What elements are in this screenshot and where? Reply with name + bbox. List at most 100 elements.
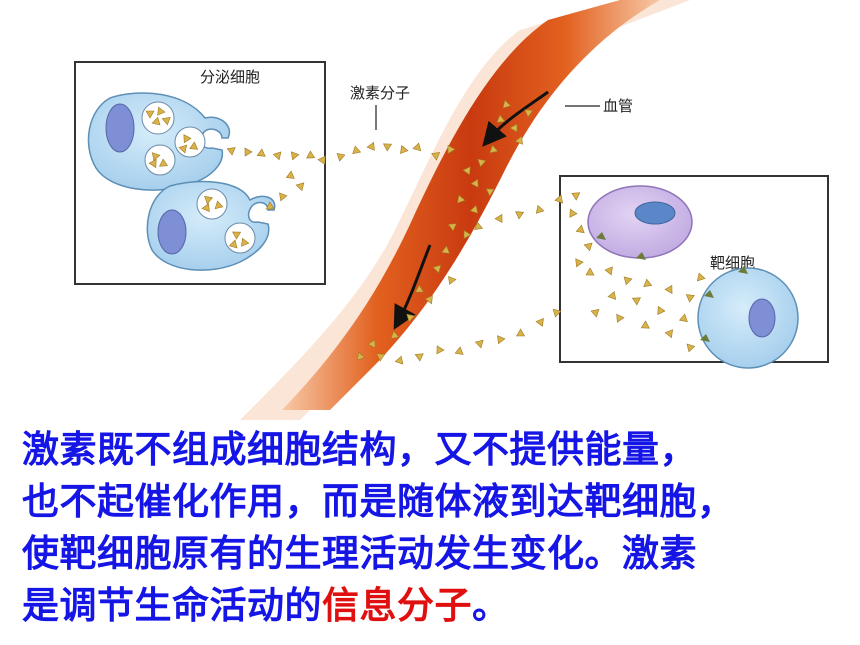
hormone-dot (623, 276, 633, 286)
hormone-dot (183, 134, 192, 144)
hormone-dot (226, 147, 236, 156)
hormone-dot (306, 150, 316, 159)
hormone-dot (515, 211, 525, 220)
hormone-dot (336, 152, 346, 162)
hormone-dot (696, 272, 706, 282)
hormone-dot (241, 237, 250, 247)
hormone-dot (664, 284, 673, 294)
hormone-dot (285, 170, 295, 179)
hormone-dot (457, 194, 466, 204)
hormone-dot (640, 320, 650, 329)
hormone-dot (554, 194, 564, 204)
information-molecule-highlight: 信息分子 (322, 584, 472, 627)
hormone-dot (489, 144, 499, 154)
hormone-dot (535, 317, 544, 327)
hormone-dot (631, 297, 641, 306)
hormone-dot (678, 313, 688, 323)
hormone-dot (178, 144, 188, 154)
hormone-dot (485, 188, 495, 197)
hormone-dot (454, 346, 464, 355)
hormone-dot (265, 201, 275, 210)
hormone-dot (366, 141, 375, 151)
hormone-dot (295, 182, 305, 192)
hormone-dot (575, 224, 585, 234)
hormone-dot (447, 144, 456, 154)
hormone-dot (159, 158, 169, 167)
flow-arrows (393, 90, 549, 330)
hormone-dot (151, 116, 161, 126)
hormone-dot (583, 242, 593, 252)
hormone-dot (204, 195, 214, 205)
hormone-dot (400, 145, 409, 154)
hormone-dot (148, 159, 157, 169)
hormone-dot (244, 147, 253, 157)
hormone-dot (496, 114, 506, 123)
hormone-dot (497, 335, 506, 345)
caption-line-3: 使靶细胞原有的生理活动发生变化。激素 (22, 532, 697, 575)
hormone-dot (494, 213, 503, 224)
caption-line-1: 激素既不组成细胞结构，又不提供能量， (22, 428, 697, 471)
target-cell-upper (587, 185, 693, 259)
hormone-dot (256, 148, 266, 157)
hormone-dot (616, 313, 625, 323)
label-leaders (375, 105, 600, 130)
hormone-dot (448, 275, 457, 285)
hormone-dot (569, 208, 578, 218)
hormone-dot (571, 192, 581, 201)
hormone-dot (414, 284, 425, 293)
hormone-dot (161, 116, 171, 126)
hormone-dot (279, 192, 288, 202)
hormone-dot (367, 339, 376, 349)
hormone-dot (431, 152, 441, 161)
hormone-dot (376, 353, 386, 362)
hormone-dot (535, 204, 545, 214)
hormone-dot (317, 155, 326, 165)
hormone-dot (436, 345, 445, 355)
hormone-dot (590, 308, 600, 318)
hormone-dot (474, 339, 484, 349)
hormone-dot (474, 221, 483, 230)
hormone-dot (502, 99, 512, 109)
secretory-cell-label: 分泌细胞 (200, 68, 260, 86)
hormone-dot (664, 329, 674, 339)
hormone-dot (585, 267, 595, 276)
hormone-dot (469, 204, 479, 214)
hormone-dot (441, 245, 451, 254)
hormone-dot (412, 142, 422, 152)
caption-text: 激素既不组成细胞结构，又不提供能量， 也不起催化作用，而是随体液到达靶细胞， 使… (22, 424, 852, 632)
hormone-dot (552, 308, 562, 318)
secretory-cell-panel: 分泌细胞 (74, 61, 326, 285)
hormone-dot (394, 355, 404, 365)
hormone-dot (477, 158, 487, 168)
hormone-dot (447, 223, 457, 232)
hormone-dot (509, 123, 518, 133)
hormone-dot (414, 353, 424, 362)
hormone-dot (607, 290, 617, 300)
hormone-molecule-label: 激素分子 (350, 84, 410, 102)
hormone-dot (189, 141, 199, 150)
caption-line-4-prefix: 是调节生命活动的 (22, 584, 322, 627)
blood-vessel (240, 0, 690, 420)
hormone-dot (575, 258, 584, 268)
hormone-dot (462, 166, 471, 176)
hormone-dot (685, 294, 695, 303)
target-cell-lower (697, 267, 799, 369)
hormone-dot (157, 106, 166, 116)
hormone-dot (514, 135, 524, 145)
hormone-dot (516, 328, 526, 337)
caption-line-4-suffix: 。 (472, 584, 510, 627)
hormone-dot (432, 264, 442, 274)
hormone-dot (406, 313, 416, 323)
blood-vessel-label: 血管 (603, 97, 633, 115)
hormone-dot (686, 343, 696, 353)
hormone-dot (228, 239, 238, 249)
hormone-molecules (145, 99, 706, 365)
target-cell-panel: 靶细胞 (559, 175, 829, 369)
hormone-dot (657, 305, 666, 315)
hormone-dot (145, 110, 155, 119)
hormone-dot (604, 266, 613, 276)
hormone-dot (352, 145, 362, 155)
hormone-dot (470, 178, 479, 188)
hormone-transport-diagram: 分泌细胞 靶细胞 激素分子 血管 (74, 0, 829, 420)
hormone-dot (290, 151, 300, 161)
